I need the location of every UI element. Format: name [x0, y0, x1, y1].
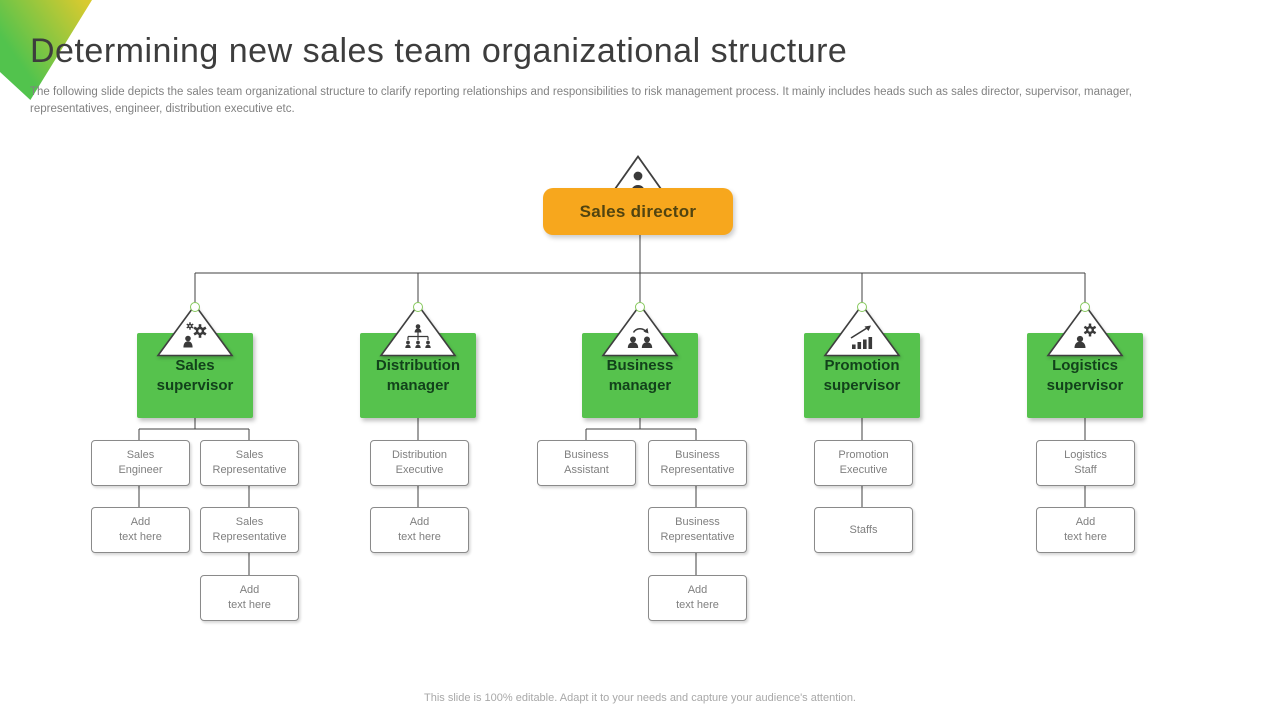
org-node-distribution-executive: Distribution Executive [370, 440, 469, 486]
org-node-label: Logistics Staff [1064, 449, 1107, 476]
org-node-add-text-placeholder: Add text here [1036, 507, 1135, 553]
branch-triangle [379, 303, 457, 357]
org-node-staffs: Staffs [814, 507, 913, 553]
branch-triangle [601, 303, 679, 357]
hierarchy-icon [405, 324, 431, 348]
org-node-label: Business Assistant [564, 449, 609, 476]
branch-triangle [1046, 303, 1124, 357]
people-sync-icon [627, 328, 653, 348]
person-gear-icon [1074, 323, 1097, 348]
org-node-sales-representative: Sales Representative [200, 507, 299, 553]
org-node-business-representative: Business Representative [648, 507, 747, 553]
connector-dot [635, 302, 645, 312]
org-node-sales-engineer: Sales Engineer [91, 440, 190, 486]
org-node-label: Add text here [676, 584, 719, 611]
org-node-label: Add text here [398, 516, 441, 543]
org-node-label: Sales Representative [212, 516, 287, 543]
page-title: Determining new sales team organizationa… [30, 32, 848, 70]
org-node-label: Sales supervisor [156, 357, 234, 394]
org-node-business-assistant: Business Assistant [537, 440, 636, 486]
org-node-label: Logistics supervisor [1046, 357, 1124, 394]
org-node-label: Promotion Executive [838, 449, 889, 476]
org-node-add-text-placeholder: Add text here [91, 507, 190, 553]
org-node-label: Sales Representative [212, 449, 287, 476]
org-node-promotion-executive: Promotion Executive [814, 440, 913, 486]
branch-triangle [156, 303, 234, 357]
org-node-add-text-placeholder: Add text here [370, 507, 469, 553]
org-node-label: Sales director [579, 201, 697, 221]
connector-dot [190, 302, 200, 312]
org-node-label: Staffs [849, 523, 878, 536]
org-node-label: Add text here [1064, 516, 1107, 543]
connector-dot [1080, 302, 1090, 312]
slide-subtitle: The following slide depicts the sales te… [30, 86, 1132, 115]
org-node-label: Sales Engineer [118, 449, 163, 476]
connector-dot [413, 302, 423, 312]
org-node-label: Business Representative [660, 449, 735, 476]
connector-dot [857, 302, 867, 312]
org-node-add-text-placeholder: Add text here [200, 575, 299, 621]
branch-triangle [823, 303, 901, 357]
org-node-sales-director: Sales director [543, 188, 733, 235]
org-node-label: Add text here [228, 584, 271, 611]
org-node-label: Distribution Executive [391, 449, 448, 476]
org-node-label: Business manager [606, 357, 674, 394]
org-node-logistics-staff: Logistics Staff [1036, 440, 1135, 486]
org-node-label: Distribution manager [375, 357, 461, 394]
org-node-sales-representative: Sales Representative [200, 440, 299, 486]
org-node-label: Add text here [119, 516, 162, 543]
org-node-add-text-placeholder: Add text here [648, 575, 747, 621]
slide-footer-note: This slide is 100% editable. Adapt it to… [424, 692, 856, 704]
org-node-label: Business Representative [660, 516, 735, 543]
org-node-sales-supervisor: Sales supervisor [137, 333, 253, 418]
growth-chart-icon [850, 325, 873, 349]
org-node-label: Promotion supervisor [823, 357, 901, 394]
person-gears-icon [183, 322, 207, 348]
org-node-business-representative: Business Representative [648, 440, 747, 486]
